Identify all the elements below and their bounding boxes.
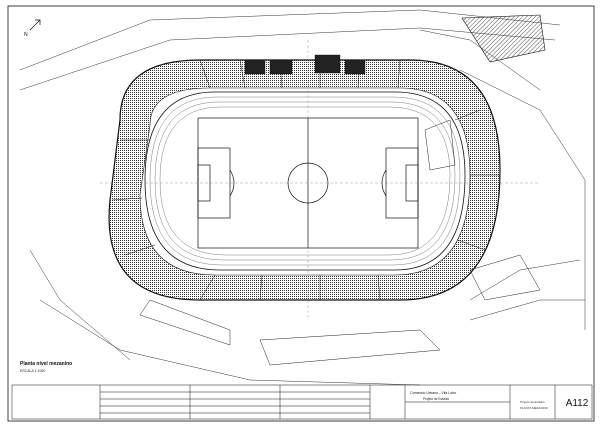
sheet-border [7, 5, 595, 422]
sheet-number: A112 [565, 398, 589, 409]
plan-scale: ESCALA 1:1000 [20, 369, 46, 373]
sheet-label-2: PLANTA MEZANINO [520, 406, 548, 410]
lower-ramps [139, 119, 541, 366]
sheet-label-1: Projeto de Estádio [520, 400, 545, 404]
seating-band [108, 59, 501, 301]
title-block [11, 384, 593, 420]
plan-title: Planta nível mezanino [20, 361, 73, 367]
title-block-project: Projeto de Estádio [423, 397, 450, 401]
running-track [144, 91, 466, 271]
axis-lines [100, 40, 540, 320]
title-block-client: Comercio Urbano - Vila Lobo [410, 391, 457, 395]
north-arrow-icon [29, 19, 41, 31]
grandstand-boxes [244, 54, 366, 75]
hatched-parking-area [461, 14, 546, 63]
track-lanes [149, 96, 461, 266]
north-label: N [24, 32, 28, 38]
